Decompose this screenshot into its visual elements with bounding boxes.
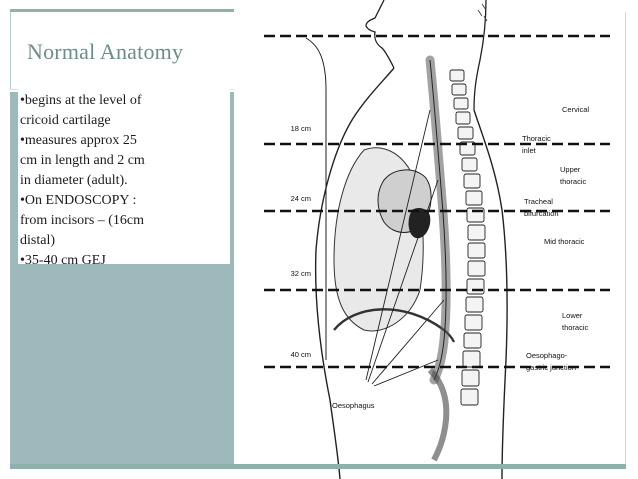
text-area [18, 89, 230, 264]
region-label-inlet: inlet [522, 146, 537, 155]
front-body-outline [314, 67, 395, 479]
region-label-tracheal: Tracheal [524, 197, 553, 206]
esophagus-anatomy-figure: 18 cm 24 cm 32 cm 40 cm Cervical Thoraci… [234, 0, 614, 479]
region-label-mid-thoracic: Mid thoracic [544, 237, 585, 246]
title-box [10, 12, 236, 90]
region-label-upper-thoracic: thoracic [560, 177, 587, 186]
right-margin [614, 12, 626, 468]
distance-label-40: 40 cm [291, 350, 311, 359]
distance-label-18: 18 cm [291, 124, 311, 133]
bullet-text: •begins at the level of cricoid cartilag… [20, 93, 145, 268]
distance-bracket [305, 37, 327, 360]
slide-title: Normal Anatomy [27, 39, 184, 64]
diaphragm [333, 308, 456, 343]
oesophagus-label: Oesophagus [332, 401, 375, 410]
title-accent-bar [10, 9, 236, 12]
pointer-lines [365, 109, 445, 387]
region-label-lower-thoracic: thoracic [562, 323, 589, 332]
region-label-gastric-junction: gastric junction [526, 363, 576, 372]
region-label-upper: Upper [560, 165, 581, 174]
stomach [427, 367, 450, 462]
back-of-head [473, 0, 487, 111]
back-body-outline [473, 109, 508, 479]
region-label-oesophago: Oesophago- [526, 351, 568, 360]
distance-label-32: 32 cm [291, 269, 311, 278]
head-outline [365, 0, 395, 69]
region-label-bifurcation: bifurcation [524, 209, 559, 218]
region-label-thoracic: Thoracic [522, 134, 551, 143]
bottom-accent-strip [10, 464, 626, 469]
bronchi [408, 208, 431, 239]
region-label-lower: Lower [562, 311, 583, 320]
region-label-cervical: Cervical [562, 105, 589, 114]
distance-label-24: 24 cm [291, 194, 311, 203]
vertebral-column [449, 69, 486, 406]
